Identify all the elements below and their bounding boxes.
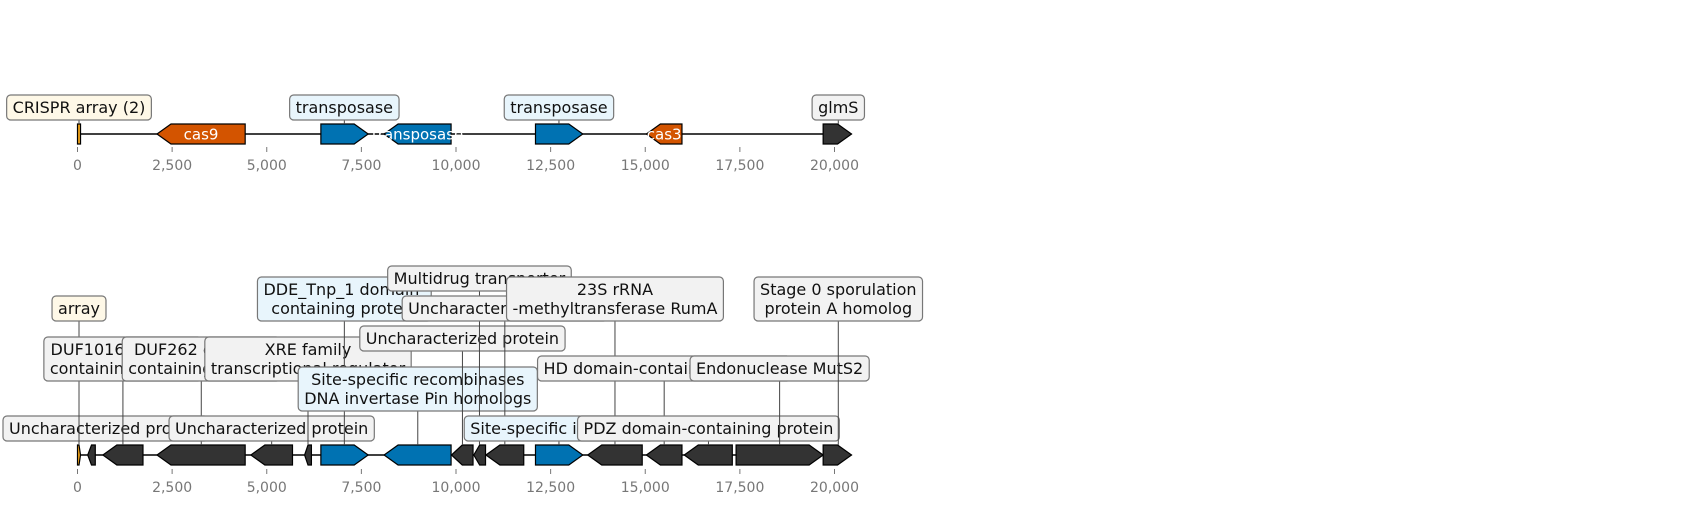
callout-box (576, 415, 840, 442)
crispr-array-feature (76, 444, 82, 466)
gene-arrow (534, 444, 584, 466)
callout-box (689, 355, 870, 382)
callout-text: Uncharacterized protein (175, 419, 368, 438)
callout-label: Uncharacterized protein (359, 325, 566, 352)
crispr-array-feature (76, 123, 82, 145)
locus-track-top: 0 2,500 5,000 7,500 10,000 12,500 15,000 17,500… (6, 94, 866, 174)
callout-text: Stage 0 sporulation (760, 280, 916, 299)
gene-arrow (155, 123, 246, 145)
callout-text: Endonuclease MutS2 (696, 359, 863, 378)
callout-box (505, 276, 724, 322)
axis-tick-label: 0 (73, 480, 82, 496)
gene-label: cas3 (647, 126, 682, 144)
callout-box (289, 94, 400, 121)
gene-arrow (101, 444, 144, 466)
gene-label: transposase (372, 126, 463, 144)
callout-box (6, 94, 152, 121)
callout-text: XRE family (265, 340, 352, 359)
callout-box (811, 94, 866, 121)
gene-arrow (303, 444, 313, 466)
gene-arrow (383, 444, 452, 466)
gene-arrow (645, 123, 683, 145)
axis-tick-label: 0 (73, 158, 82, 174)
axis-tick-label: 5,000 (247, 158, 287, 174)
axis-tick-label: 12,500 (526, 480, 575, 496)
locus-track-bottom: 0 2,500 5,000 7,500 10,000 12,500 15,000 17,500… (2, 265, 924, 496)
gene-arrow (645, 444, 683, 466)
callout-text: transposase (510, 98, 607, 117)
axis-tick-label: 12,500 (526, 158, 575, 174)
callout-text: array (58, 299, 100, 318)
gene-arrow (473, 444, 487, 466)
callout-label: array (51, 295, 107, 322)
gene-arrow (822, 444, 853, 466)
axis-tick-label: 2,500 (152, 158, 192, 174)
gene-arrow (155, 444, 246, 466)
gene-arrow (822, 123, 853, 145)
callout-box (168, 415, 375, 442)
callout-label: Endonuclease MutS2 (689, 355, 870, 382)
callout-text: glmS (818, 98, 858, 117)
callout-box (753, 276, 924, 322)
axis-tick-label: 15,000 (621, 158, 670, 174)
gene-arrow (87, 444, 96, 466)
axis-tick-label: 15,000 (621, 480, 670, 496)
callout-text: -methyltransferase RumA (513, 299, 718, 318)
callout-label: 23S rRNA-methyltransferase RumA (505, 276, 724, 322)
callout-box (51, 295, 107, 322)
callout-label: transposase (289, 94, 400, 121)
callout-label: Uncharacterized protein (168, 415, 375, 442)
gene-arrow (383, 123, 452, 145)
gene-arrow (534, 123, 584, 145)
axis-tick-label: 7,500 (341, 158, 381, 174)
callout-text: Uncharacterized protein (9, 419, 202, 438)
gene-arrow (586, 444, 643, 466)
callout-text: protein A homolog (764, 299, 912, 318)
gene-arrow (484, 444, 525, 466)
callout-text: Uncharacterized protein (366, 329, 559, 348)
axis-tick-label: 20,000 (810, 158, 859, 174)
gene-arrow (320, 123, 370, 145)
callout-box (503, 94, 615, 121)
callout-label: Uncharacterized protein (2, 415, 209, 442)
callout-text: 23S rRNA (577, 280, 653, 299)
callout-label: PDZ domain-containing protein (576, 415, 840, 442)
gene-arrow (683, 444, 733, 466)
gene-arrow (320, 444, 370, 466)
callout-text: DNA invertase Pin homologs (304, 389, 531, 408)
axis-tick-label: 5,000 (247, 480, 287, 496)
axis-tick-label: 10,000 (432, 480, 481, 496)
gene-arrow (735, 444, 825, 466)
gene-arrow (450, 444, 474, 466)
callout-text: containing protein (271, 299, 417, 318)
callout-box (297, 366, 538, 412)
axis-tick-label: 17,500 (715, 158, 764, 174)
callout-text: transposase (296, 98, 393, 117)
callout-text: PDZ domain-containing protein (584, 419, 834, 438)
callout-text: DDE_Tnp_1 domain- (263, 280, 425, 300)
axis-tick-label: 10,000 (432, 158, 481, 174)
gene-arrow (249, 444, 294, 466)
callout-label: transposase (503, 94, 615, 121)
axis-tick-label: 7,500 (341, 480, 381, 496)
callout-box (359, 325, 566, 352)
callout-text: CRISPR array (2) (13, 98, 146, 117)
callout-text: Site-specific recombinases (311, 370, 524, 389)
callout-label: CRISPR array (2) (6, 94, 152, 121)
axis-tick-label: 20,000 (810, 480, 859, 496)
gene-label: cas9 (184, 126, 219, 144)
axis-tick-label: 2,500 (152, 480, 192, 496)
axis-tick-label: 17,500 (715, 480, 764, 496)
callout-label: glmS (811, 94, 866, 121)
